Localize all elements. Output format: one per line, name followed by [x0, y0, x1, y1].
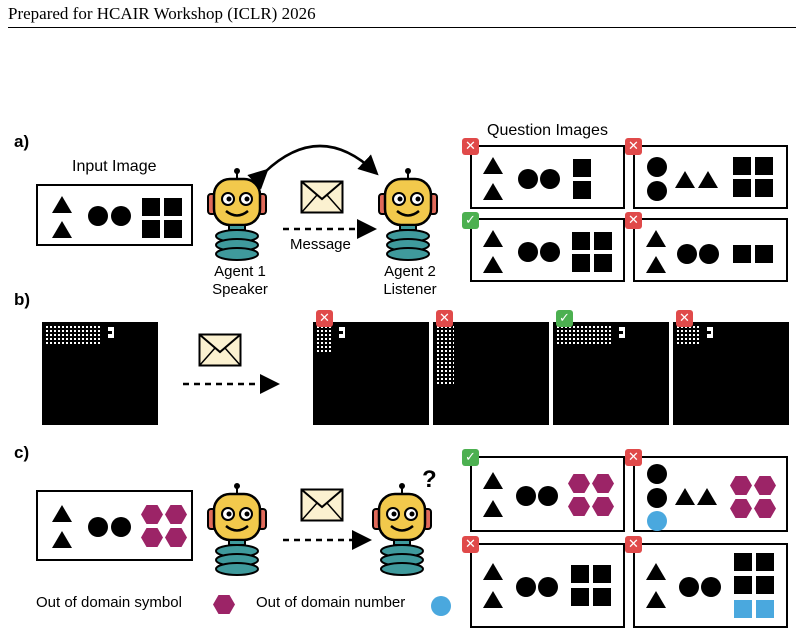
panel-c-label: c) [14, 443, 30, 462]
ood-number [734, 600, 752, 618]
blue-circle-icon [431, 596, 451, 616]
ood-number [647, 511, 667, 531]
square [142, 220, 160, 238]
cross-mark-icon: ✕ [625, 536, 642, 553]
check-mark-icon: ✓ [462, 212, 479, 229]
page-header: Prepared for HCAIR Workshop (ICLR) 2026 [8, 4, 316, 23]
input-grid-image [42, 322, 158, 425]
question-image [633, 145, 788, 209]
message-label: Message [290, 236, 351, 253]
legend-number-label: Out of domain number [256, 594, 406, 611]
cross-mark-icon: ✕ [316, 310, 333, 327]
cross-mark-icon: ✕ [462, 536, 479, 553]
square [164, 198, 182, 216]
check-mark-icon: ✓ [556, 310, 573, 327]
ood-number [756, 600, 774, 618]
question-mark: ? [422, 466, 437, 493]
agent2-role: Listener [383, 281, 437, 298]
square [164, 220, 182, 238]
question-grid-image [673, 322, 789, 425]
panel-b-label: b) [14, 290, 31, 309]
speaker-robot-icon [207, 168, 267, 261]
input-image [36, 490, 193, 561]
question-grid-image [553, 322, 669, 425]
input-image [36, 184, 193, 246]
agent1-role: Speaker [212, 281, 268, 298]
agent2-name: Agent 2 [384, 263, 436, 280]
agent1-name: Agent 1 [214, 263, 266, 280]
question-images-title: Question Images [487, 122, 608, 139]
ood-symbol [141, 505, 163, 524]
question-grid-image [313, 322, 429, 425]
triangle [52, 221, 72, 238]
question-image [470, 456, 625, 532]
cross-mark-icon: ✕ [625, 212, 642, 229]
circle [111, 206, 131, 226]
cross-mark-icon: ✕ [625, 449, 642, 466]
hexagon-icon [213, 595, 235, 614]
listener-robot-icon [378, 168, 438, 261]
ood-symbol [165, 528, 187, 547]
check-mark-icon: ✓ [462, 449, 479, 466]
triangle [52, 196, 72, 213]
listener-robot-icon [372, 483, 432, 576]
cross-mark-icon: ✕ [436, 310, 453, 327]
square [142, 198, 160, 216]
cross-mark-icon: ✕ [625, 138, 642, 155]
header-rule [8, 27, 796, 28]
question-image [633, 543, 788, 628]
ood-symbol [165, 505, 187, 524]
circle [88, 206, 108, 226]
legend-symbol-label: Out of domain symbol [36, 594, 182, 611]
question-grid-image [433, 322, 549, 425]
question-image [470, 145, 625, 209]
question-image [633, 456, 788, 532]
feedback-arrow [247, 144, 379, 190]
question-image [470, 543, 625, 628]
speaker-robot-icon [207, 483, 267, 576]
question-image [633, 218, 788, 282]
cross-mark-icon: ✕ [462, 138, 479, 155]
panel-a-label: a) [14, 132, 30, 151]
cross-mark-icon: ✕ [676, 310, 693, 327]
envelope-icon [198, 333, 242, 367]
question-image [470, 218, 625, 282]
envelope-icon [300, 488, 344, 522]
input-image-title: Input Image [72, 158, 157, 175]
ood-symbol [141, 528, 163, 547]
envelope-icon [300, 180, 344, 214]
